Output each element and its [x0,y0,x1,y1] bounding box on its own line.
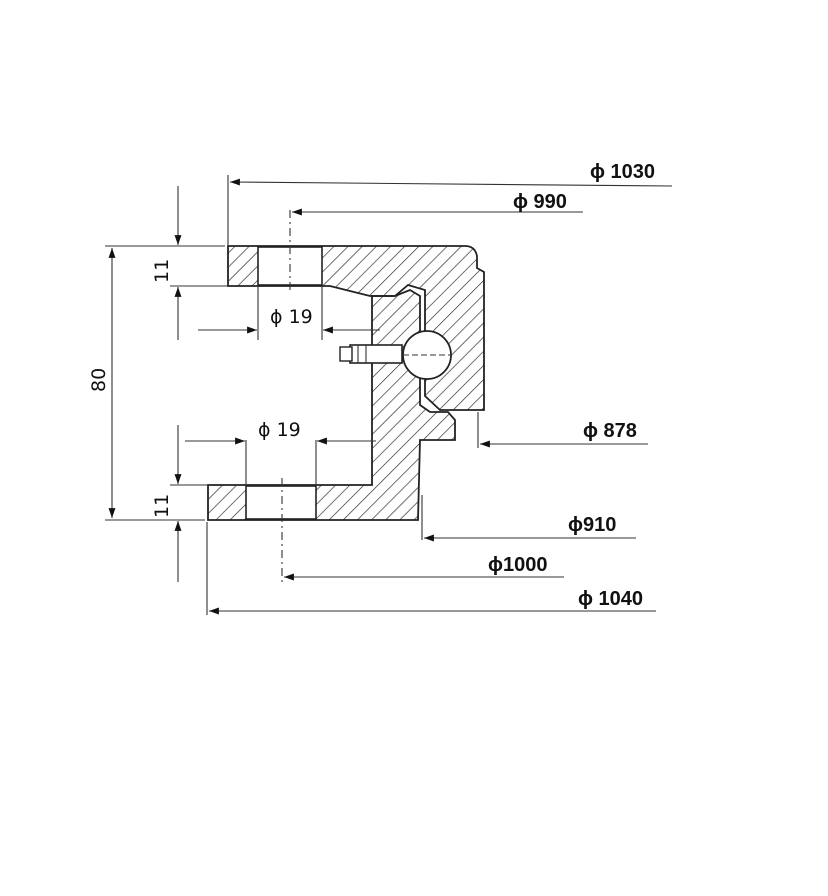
left-dimension-lines [105,186,228,582]
hole-dimension-lines [185,326,380,445]
dim-d1030: ϕ 1030 [590,161,655,183]
dim-flange-bottom: 11 [151,494,173,518]
diameter-leaders [206,175,673,615]
bottom-bolt-hole [245,485,317,520]
dim-hole-bottom: ϕ 19 [258,419,301,441]
dim-flange-top: 11 [151,259,173,283]
dim-d878: ϕ 878 [583,420,637,442]
dim-d1040: ϕ 1040 [578,588,643,610]
ball-and-plug [339,330,452,380]
dim-d910: ϕ910 [568,514,616,536]
dim-d990: ϕ 990 [513,191,567,213]
dim-d1000: ϕ1000 [488,554,547,576]
dim-height-total: 80 [88,368,110,392]
dim-hole-top: ϕ 19 [270,306,313,328]
outer-ring-section [227,210,485,411]
